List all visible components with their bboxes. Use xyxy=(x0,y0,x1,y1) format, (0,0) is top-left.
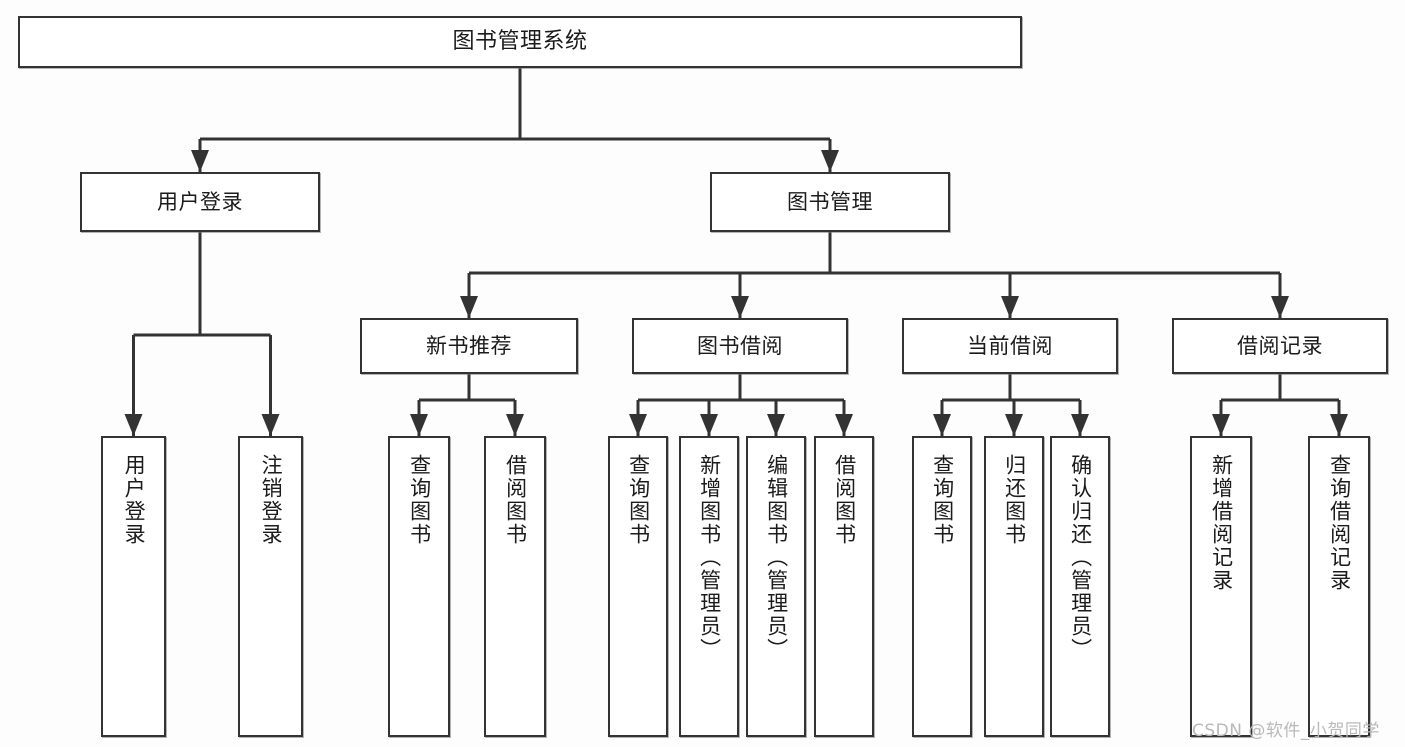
node-label-leaf-borrow-book-2: 借阅图书 xyxy=(832,454,857,546)
edge-arrowhead xyxy=(1271,296,1289,318)
node-label-leaf-confirm-return-admin: 确认归还（管理员） xyxy=(1068,454,1093,661)
node-leaf-add-borrow-record[interactable]: 新增借阅记录 xyxy=(1190,436,1252,737)
node-user-login[interactable]: 用户登录 xyxy=(80,172,320,232)
node-label-leaf-query-borrow-record: 查询借阅记录 xyxy=(1327,454,1352,592)
edge-arrowhead xyxy=(731,296,749,318)
node-leaf-borrow-book-1[interactable]: 借阅图书 xyxy=(484,436,546,737)
edge-arrowhead xyxy=(1071,414,1089,436)
node-label-root: 图书管理系统 xyxy=(452,29,588,55)
edge-arrowhead xyxy=(821,150,839,172)
node-leaf-add-book-admin[interactable]: 新增图书（管理员） xyxy=(679,436,739,737)
node-book-manage[interactable]: 图书管理 xyxy=(710,172,950,232)
edge-arrowhead xyxy=(1330,414,1348,436)
edge-arrowhead xyxy=(835,414,853,436)
node-label-current-borrow: 当前借阅 xyxy=(967,333,1053,358)
node-label-leaf-user-login: 用户登录 xyxy=(122,454,147,546)
node-leaf-user-login[interactable]: 用户登录 xyxy=(101,436,166,737)
node-label-user-login: 用户登录 xyxy=(157,189,243,214)
node-label-book-manage: 图书管理 xyxy=(787,189,873,214)
edge-arrowhead xyxy=(1212,414,1230,436)
node-leaf-query-book-2[interactable]: 查询图书 xyxy=(608,436,668,737)
node-book-borrow[interactable]: 图书借阅 xyxy=(632,318,848,374)
node-root[interactable]: 图书管理系统 xyxy=(18,16,1022,68)
edge-arrowhead xyxy=(460,296,478,318)
node-label-leaf-return-book: 归还图书 xyxy=(1002,454,1027,546)
node-leaf-edit-book-admin[interactable]: 编辑图书（管理员） xyxy=(746,436,806,737)
edge-arrowhead xyxy=(629,414,647,436)
node-label-leaf-add-book-admin: 新增图书（管理员） xyxy=(697,454,722,661)
node-leaf-borrow-book-2[interactable]: 借阅图书 xyxy=(814,436,874,737)
edge-arrowhead xyxy=(191,150,209,172)
node-label-leaf-borrow-book-1: 借阅图书 xyxy=(503,454,528,546)
edge-arrowhead xyxy=(261,414,280,436)
node-label-leaf-edit-book-admin: 编辑图书（管理员） xyxy=(764,454,789,661)
node-current-borrow[interactable]: 当前借阅 xyxy=(902,318,1118,374)
node-label-leaf-query-book-2: 查询图书 xyxy=(626,454,651,546)
node-label-book-borrow: 图书借阅 xyxy=(697,333,783,358)
edge-arrowhead xyxy=(410,414,428,436)
node-label-new-book-recommend: 新书推荐 xyxy=(426,333,512,358)
node-label-leaf-query-book-1: 查询图书 xyxy=(407,454,432,546)
node-label-leaf-logout: 注销登录 xyxy=(259,454,284,546)
node-borrow-record[interactable]: 借阅记录 xyxy=(1172,318,1388,374)
node-leaf-logout[interactable]: 注销登录 xyxy=(238,436,303,737)
node-label-leaf-query-book-3: 查询图书 xyxy=(930,454,955,546)
node-new-book-recommend[interactable]: 新书推荐 xyxy=(360,318,578,374)
node-leaf-query-borrow-record[interactable]: 查询借阅记录 xyxy=(1308,436,1370,737)
node-label-borrow-record: 借阅记录 xyxy=(1237,333,1323,358)
node-leaf-query-book-3[interactable]: 查询图书 xyxy=(912,436,972,737)
edge-arrowhead xyxy=(1001,296,1019,318)
node-leaf-query-book-1[interactable]: 查询图书 xyxy=(388,436,450,737)
node-leaf-confirm-return-admin[interactable]: 确认归还（管理员） xyxy=(1050,436,1110,737)
edge-arrowhead xyxy=(767,414,785,436)
node-leaf-return-book[interactable]: 归还图书 xyxy=(984,436,1044,737)
edge-arrowhead xyxy=(506,414,524,436)
edge-arrowhead xyxy=(933,414,951,436)
csdn-watermark: CSDN @软件_小贺同学 xyxy=(1192,721,1380,741)
edge-arrowhead xyxy=(700,414,718,436)
edge-arrowhead xyxy=(1005,414,1023,436)
node-label-leaf-add-borrow-record: 新增借阅记录 xyxy=(1209,454,1234,592)
edge-arrowhead xyxy=(124,414,143,436)
